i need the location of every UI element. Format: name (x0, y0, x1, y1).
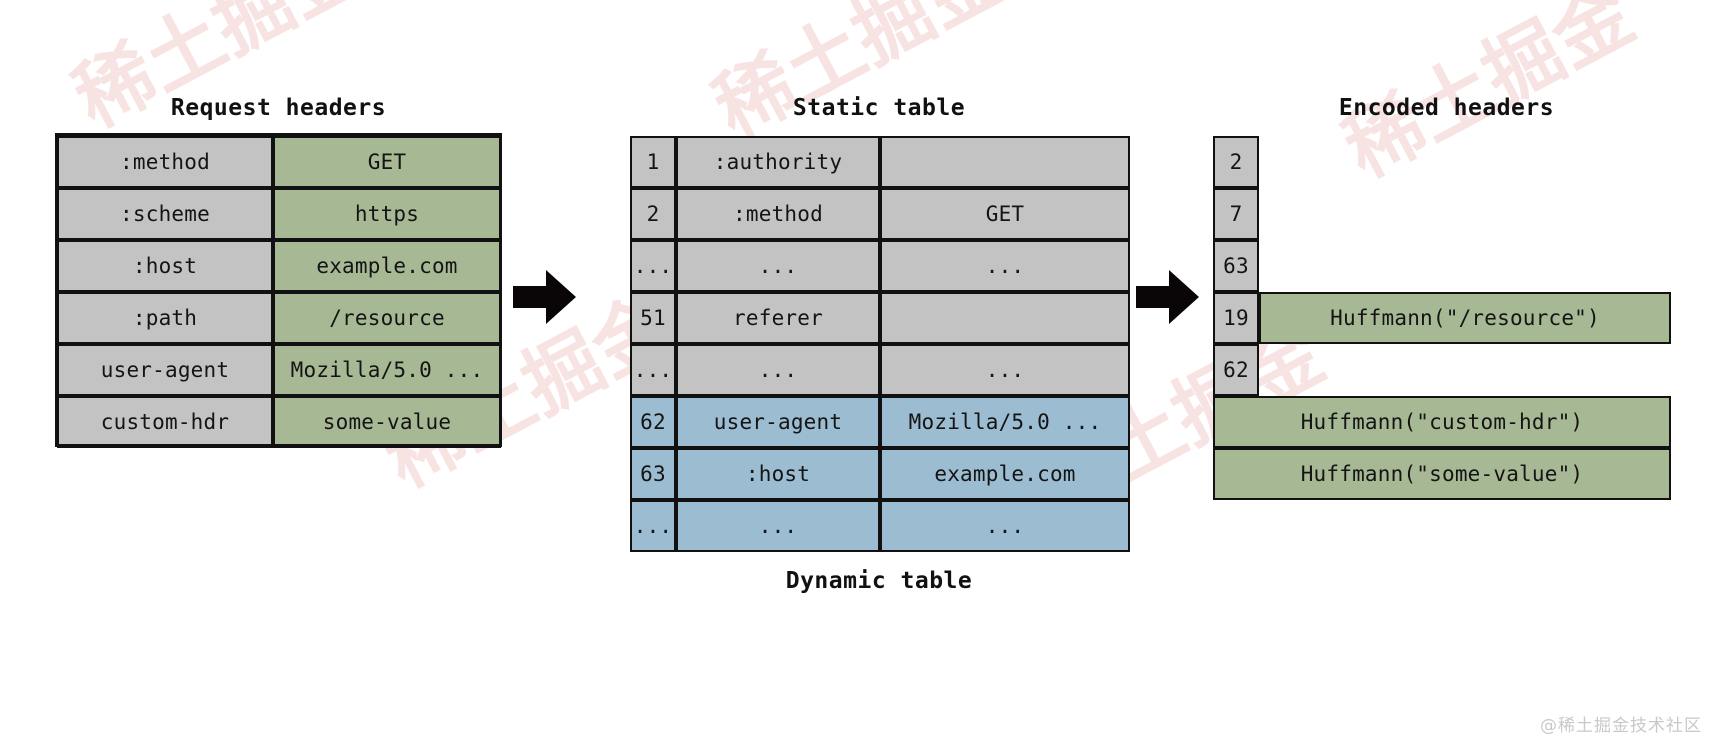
static-table-name-cell: ... (676, 500, 880, 552)
arrow-request-to-static-icon (513, 270, 576, 324)
static-table-name-cell: user-agent (676, 396, 880, 448)
static-table-index-cell: 62 (630, 396, 676, 448)
static-table-name-cell: ... (676, 344, 880, 396)
request-header-name-cell: :scheme (57, 188, 273, 240)
static-table-index-cell: ... (630, 344, 676, 396)
request-header-value-cell: some-value (273, 396, 501, 448)
request-headers-title: Request headers (170, 95, 387, 121)
request-header-name-cell: :path (57, 292, 273, 344)
static-table-index-cell: 1 (630, 136, 676, 188)
encoded-literal-cell: Huffmann("custom-hdr") (1213, 396, 1671, 448)
static-table-index-cell: 51 (630, 292, 676, 344)
static-table-index-cell: ... (630, 500, 676, 552)
static-table-title: Static table (792, 95, 966, 121)
encoded-value-cell: Huffmann("/resource") (1259, 292, 1671, 344)
request-header-value-cell: GET (273, 136, 501, 188)
request-header-name-cell: user-agent (57, 344, 273, 396)
request-header-value-cell: /resource (273, 292, 501, 344)
site-watermark: @稀土掘金技术社区 (1540, 716, 1702, 736)
dynamic-table-title: Dynamic table (785, 568, 973, 594)
static-table-name-cell: :authority (676, 136, 880, 188)
request-header-value-cell: example.com (273, 240, 501, 292)
encoded-literal-cell: Huffmann("some-value") (1213, 448, 1671, 500)
static-table-index-cell: 2 (630, 188, 676, 240)
static-table-value-cell: example.com (880, 448, 1130, 500)
request-header-value-cell: Mozilla/5.0 ... (273, 344, 501, 396)
arrow-static-to-encoded-icon (1136, 270, 1199, 324)
static-table-name-cell: :method (676, 188, 880, 240)
background-watermark: 稀土掘金 (60, 0, 379, 146)
encoded-index-cell: 63 (1213, 240, 1259, 292)
encoded-index-cell: 19 (1213, 292, 1259, 344)
static-table-value-cell: Mozilla/5.0 ... (880, 396, 1130, 448)
static-table-value-cell: ... (880, 344, 1130, 396)
static-table-index-cell: ... (630, 240, 676, 292)
static-table-name-cell: referer (676, 292, 880, 344)
static-table-value-cell: GET (880, 188, 1130, 240)
static-table-name-cell: :host (676, 448, 880, 500)
encoded-headers-title: Encoded headers (1338, 95, 1555, 121)
static-table-name-cell: ... (676, 240, 880, 292)
encoded-index-cell: 2 (1213, 136, 1259, 188)
static-table-value-cell (880, 292, 1130, 344)
background-watermark: 稀土掘金 (700, 0, 1019, 156)
encoded-index-cell: 62 (1213, 344, 1259, 396)
request-header-value-cell: https (273, 188, 501, 240)
static-table-value-cell: ... (880, 500, 1130, 552)
request-header-name-cell: custom-hdr (57, 396, 273, 448)
static-table-value-cell (880, 136, 1130, 188)
static-table-value-cell: ... (880, 240, 1130, 292)
request-header-name-cell: :method (57, 136, 273, 188)
request-header-name-cell: :host (57, 240, 273, 292)
encoded-index-cell: 7 (1213, 188, 1259, 240)
static-table-index-cell: 63 (630, 448, 676, 500)
